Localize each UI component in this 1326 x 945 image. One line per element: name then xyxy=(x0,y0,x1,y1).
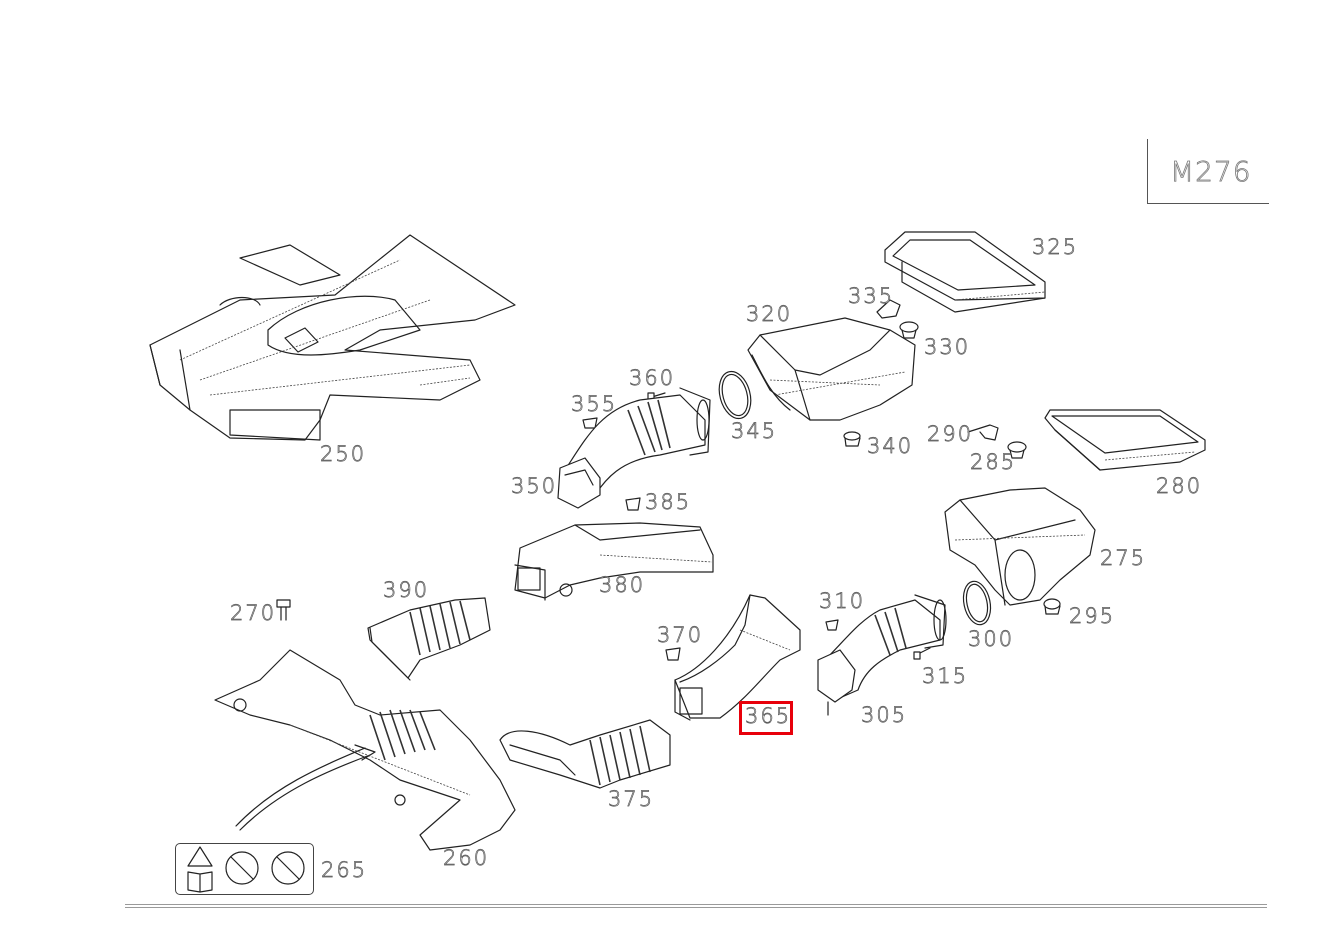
label-265[interactable]: 265 xyxy=(321,858,368,882)
part-325-filter-element[interactable] xyxy=(884,231,1046,313)
label-270[interactable]: 270 xyxy=(230,601,277,625)
label-280[interactable]: 280 xyxy=(1156,474,1203,498)
part-375-intake-hose[interactable] xyxy=(499,719,671,789)
label-380[interactable]: 380 xyxy=(599,573,646,597)
label-360[interactable]: 360 xyxy=(629,366,676,390)
no-flame-icon xyxy=(225,851,259,885)
part-315-screw[interactable] xyxy=(913,647,931,660)
part-305-intake-pipe[interactable] xyxy=(817,594,947,716)
part-300-seal-ring[interactable] xyxy=(960,579,995,627)
label-325[interactable]: 325 xyxy=(1032,235,1079,259)
label-305[interactable]: 305 xyxy=(861,703,908,727)
label-290[interactable]: 290 xyxy=(927,422,974,446)
label-315[interactable]: 315 xyxy=(922,664,969,688)
label-260[interactable]: 260 xyxy=(443,846,490,870)
part-385-clip[interactable] xyxy=(625,497,641,511)
warning-triangle-icon xyxy=(187,846,213,867)
part-335-bracket[interactable] xyxy=(876,299,901,319)
label-375[interactable]: 375 xyxy=(608,787,655,811)
label-310[interactable]: 310 xyxy=(819,589,866,613)
part-280-filter-element[interactable] xyxy=(1044,409,1206,471)
part-345-seal-ring[interactable] xyxy=(714,368,755,422)
label-370[interactable]: 370 xyxy=(657,623,704,647)
part-330-grommet[interactable] xyxy=(899,321,919,339)
model-code-box: M276 xyxy=(1147,139,1269,204)
label-250[interactable]: 250 xyxy=(320,442,367,466)
label-275[interactable]: 275 xyxy=(1100,546,1147,570)
part-310-clip[interactable] xyxy=(825,619,839,631)
part-320-filter-housing[interactable] xyxy=(747,317,916,421)
label-345[interactable]: 345 xyxy=(731,419,778,443)
footer-divider-top xyxy=(125,904,1267,905)
part-265-warning-label[interactable] xyxy=(187,846,305,893)
part-355-clip[interactable] xyxy=(582,417,598,429)
label-330[interactable]: 330 xyxy=(924,335,971,359)
label-390[interactable]: 390 xyxy=(383,578,430,602)
label-320[interactable]: 320 xyxy=(746,302,793,326)
part-250-engine-cover[interactable] xyxy=(149,234,516,441)
label-365[interactable]: 365 xyxy=(745,704,792,728)
warning-label-frame xyxy=(175,843,314,895)
part-350-intake-pipe[interactable] xyxy=(557,387,711,509)
part-275-filter-housing[interactable] xyxy=(944,487,1096,606)
part-370-clip[interactable] xyxy=(665,647,681,661)
model-code: M276 xyxy=(1170,155,1252,189)
label-340[interactable]: 340 xyxy=(867,434,914,458)
no-spark-icon xyxy=(271,851,305,885)
part-365-air-duct[interactable] xyxy=(674,594,801,721)
part-260-lower-duct[interactable] xyxy=(214,649,516,851)
label-350[interactable]: 350 xyxy=(511,474,558,498)
part-380-air-duct[interactable] xyxy=(514,522,714,601)
part-285-grommet[interactable] xyxy=(1007,441,1027,459)
part-270-clip[interactable] xyxy=(276,599,291,621)
label-300[interactable]: 300 xyxy=(968,627,1015,651)
part-390-intake-hose[interactable] xyxy=(367,597,491,681)
part-340-grommet[interactable] xyxy=(843,431,861,447)
highlight-box-365[interactable] xyxy=(739,701,793,735)
label-335[interactable]: 335 xyxy=(848,284,895,308)
manual-book-icon xyxy=(187,871,213,893)
label-385[interactable]: 385 xyxy=(645,490,692,514)
label-295[interactable]: 295 xyxy=(1069,604,1116,628)
part-295-grommet[interactable] xyxy=(1043,598,1061,615)
footer-divider-bottom xyxy=(125,907,1267,908)
label-355[interactable]: 355 xyxy=(571,392,618,416)
label-285[interactable]: 285 xyxy=(970,450,1017,474)
part-290-bracket[interactable] xyxy=(967,424,999,441)
